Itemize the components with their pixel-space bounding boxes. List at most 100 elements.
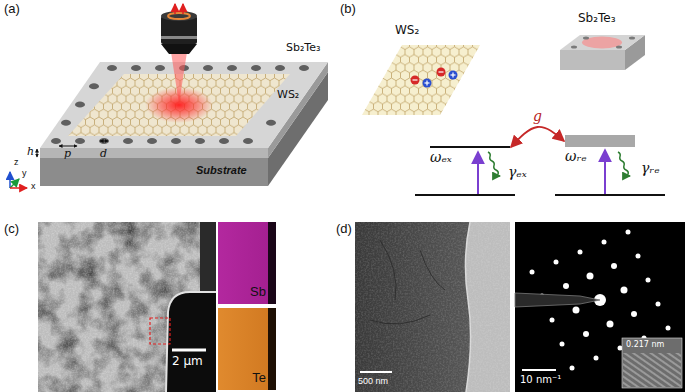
diffraction-pattern: [594, 356, 599, 361]
tem-image: [370, 240, 445, 324]
energy-level: ωₑₓ: [430, 146, 510, 166]
hole-array: [203, 65, 213, 71]
diffraction-pattern: [522, 369, 556, 371]
energy-level: ωᵣₑ: [565, 135, 635, 165]
sample-slab: [40, 62, 328, 148]
axis-triad: [10, 187, 27, 189]
sem-image: [38, 222, 216, 392]
ws2-lattice: [362, 45, 480, 115]
ws2-lattice: [411, 76, 420, 85]
tem-image: [355, 222, 510, 392]
sample-slab: [40, 148, 268, 158]
hole-array: [75, 138, 85, 144]
scale-label: 2 μm: [172, 355, 203, 369]
ws2-lattice: [449, 71, 458, 80]
element-name: Sb: [250, 285, 266, 300]
tem-image: [355, 222, 510, 392]
sb2te3-block: [583, 37, 589, 40]
panel-label: (a): [4, 2, 20, 17]
diffraction-pattern: [530, 270, 535, 275]
objective-lens: [174, 4, 176, 14]
ws2-lattice: [413, 79, 418, 80]
hrtem-inset: [622, 338, 682, 388]
hole-array: [243, 138, 253, 144]
diffraction-pattern: [554, 260, 559, 265]
level-energy: ωₑₓ: [430, 149, 452, 165]
diffraction-pattern: [636, 254, 641, 259]
diffraction-pattern: [515, 293, 600, 307]
diffraction-pattern: [563, 283, 569, 289]
diffraction-pattern: [602, 240, 607, 245]
hole-array: [61, 120, 71, 126]
sem-image: [166, 292, 216, 392]
diffraction-pattern: [646, 278, 651, 283]
energy-diagram: [604, 150, 606, 194]
sem-image: [200, 222, 216, 292]
sb2te3-block: [629, 37, 635, 40]
tem-image: [355, 222, 510, 392]
level-line: [430, 146, 510, 148]
hole-array: [299, 65, 309, 71]
material-label: WS₂: [395, 24, 419, 38]
scale-label: 10 nm⁻¹: [520, 374, 561, 386]
energy-diagram: [477, 152, 479, 194]
sem-image: [166, 292, 216, 392]
energy-diagram: [415, 194, 515, 196]
energy-diagram: [415, 150, 665, 195]
hole-array: [99, 138, 109, 144]
objective-lens: [161, 4, 197, 54]
objective-lens: [168, 13, 190, 19]
hole-array: [275, 65, 285, 71]
sb2te3-block: [560, 35, 645, 70]
element-name: Te: [252, 371, 266, 386]
hole-array: [131, 65, 141, 71]
ws2-lattice: [452, 73, 453, 78]
diffraction-pattern: [550, 318, 555, 323]
laser-spot: [145, 52, 213, 123]
dimension-marks: [100, 141, 108, 142]
diffraction-pattern: [666, 326, 671, 331]
objective-lens: [161, 36, 197, 39]
ws2-lattice: [439, 71, 444, 72]
objective-lens: [182, 4, 184, 14]
hole-array: [107, 65, 117, 71]
diffraction-pattern: [578, 250, 583, 255]
diffraction-pattern: [515, 222, 685, 392]
axis-label: z: [14, 157, 19, 167]
sem-image: [38, 222, 216, 392]
level-energy: ωᵣₑ: [565, 148, 587, 164]
ws2-lattice: [426, 81, 427, 86]
dimension-label: h: [27, 146, 34, 159]
sb2te3-block: [571, 46, 577, 49]
level-band: [565, 135, 635, 147]
hole-array: [147, 138, 157, 144]
diffraction-pattern: [656, 302, 661, 307]
axis-label: x: [31, 181, 36, 191]
objective-lens: [161, 44, 197, 54]
coupling-arrow: [511, 127, 564, 147]
sample-slab: [40, 62, 328, 186]
diffraction-pattern: [607, 321, 614, 328]
sem-image: [172, 349, 206, 352]
tem-image: [360, 371, 392, 373]
sem-image: [38, 222, 216, 392]
diffraction-pattern: [611, 263, 617, 269]
ws2-lattice: [362, 45, 480, 115]
hole-array: [75, 102, 85, 108]
sb2te3-block: [560, 50, 625, 70]
hole-array: [195, 138, 205, 144]
ws2-lattice: [423, 79, 432, 88]
diffraction-pattern: [560, 342, 565, 347]
panel-label: (c): [4, 222, 19, 237]
hrtem-inset: [622, 338, 682, 388]
hole-array: [251, 65, 261, 71]
hole-array: [123, 138, 133, 144]
hole-array: [227, 65, 237, 71]
objective-lens: [161, 11, 197, 21]
dimension-marks: [37, 141, 108, 157]
axis-label: y: [22, 168, 27, 178]
sem-image: [38, 222, 216, 392]
hole-array: [219, 138, 229, 144]
